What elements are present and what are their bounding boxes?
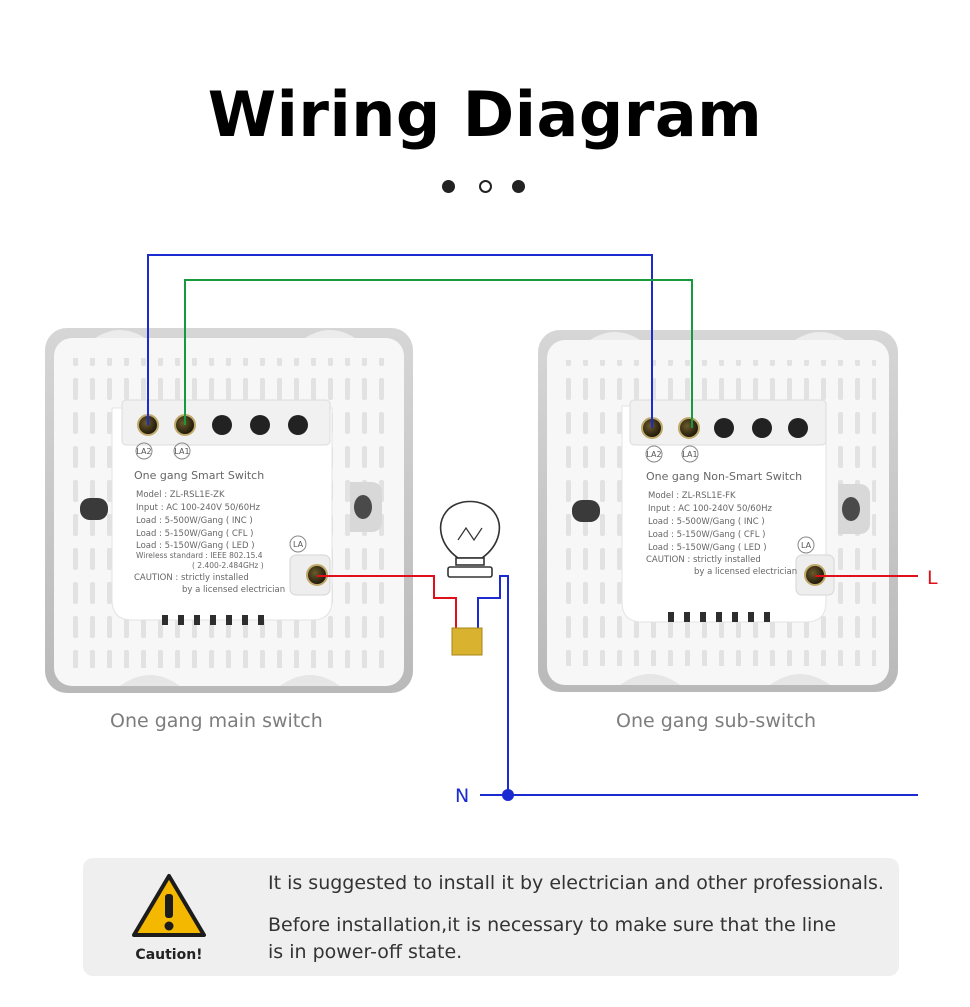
main-terminal-la1: LA1 [174, 447, 189, 456]
sub-terminal-labels: LA2 LA1 LA [645, 445, 815, 554]
spec-label-line: CAUTION : strictly installed [646, 555, 761, 565]
indicator-dot-1[interactable] [442, 180, 455, 193]
main-terminal-la2: LA2 [136, 447, 151, 456]
live-label-l: L [927, 567, 938, 589]
carousel-indicator [0, 180, 970, 194]
caution-label: Caution! [135, 947, 203, 963]
spec-label-line: Input : AC 100-240V 50/60Hz [648, 504, 772, 514]
spec-label-line: Load : 5-150W/Gang ( LED ) [136, 541, 255, 551]
sub-spec-label: One gang Non-Smart Switch Model : ZL-RSL… [646, 470, 802, 577]
caution-text-line1: It is suggested to install it by electri… [268, 872, 884, 894]
spec-label-line: Load : 5-500W/Gang ( INC ) [648, 517, 765, 527]
lamp-icon [439, 500, 501, 578]
page-title: Wiring Diagram [207, 78, 763, 151]
neutral-wire-to-lamp [477, 575, 509, 795]
main-mount-hole-left [80, 498, 108, 520]
spec-label-line: Load : 5-500W/Gang ( INC ) [136, 516, 253, 526]
sub-terminal-la2: LA2 [646, 450, 661, 459]
spec-label-line: Wireless standard : IEEE 802.15.4 [136, 551, 263, 560]
main-spec-label: One gang Smart Switch Model : ZL-RSL1E-Z… [134, 469, 285, 595]
spec-label-line: ( 2.400-2.484GHz ) [192, 561, 264, 570]
spec-label-line: by a licensed electrician [694, 567, 797, 577]
neutral-label-n: N [455, 785, 469, 807]
indicator-dot-2-active[interactable] [479, 180, 492, 193]
spec-label-line: CAUTION : strictly installed [134, 573, 249, 583]
main-terminal-labels: LA2 LA1 LA [135, 442, 307, 553]
sub-label-title: One gang Non-Smart Switch [646, 470, 802, 483]
sub-terminal-la1: LA1 [682, 450, 697, 459]
main-switch-body [45, 328, 413, 693]
spec-label-line: by a licensed electrician [182, 585, 285, 595]
spec-label-line: Model : ZL-RSL1E-FK [648, 491, 736, 501]
spec-label-line: Load : 5-150W/Gang ( LED ) [648, 543, 767, 553]
traveler-wire-green [184, 279, 693, 428]
main-label-title: One gang Smart Switch [134, 469, 264, 482]
spec-label-line: Load : 5-150W/Gang ( CFL ) [136, 529, 254, 539]
main-switch-caption: One gang main switch [110, 710, 323, 732]
sub-switch-caption: One gang sub-switch [616, 710, 817, 732]
warning-icon [132, 874, 206, 937]
indicator-dot-3[interactable] [512, 180, 525, 193]
main-terminal-la: LA [293, 540, 304, 549]
wires [147, 254, 918, 796]
sub-terminal-screws [641, 417, 826, 586]
sub-terminal-la: LA [801, 541, 812, 550]
caution-panel: Caution! It is suggested to install it b… [83, 858, 899, 976]
traveler-wire-blue [147, 254, 653, 428]
capacitor-icon [451, 600, 483, 656]
sub-mount-hole-right [842, 497, 860, 521]
caution-text-line2: Before installation,it is necessary to m… [268, 914, 837, 936]
main-mount-hole-right [354, 495, 372, 519]
spec-label-line: Load : 5-150W/Gang ( CFL ) [648, 530, 766, 540]
neutral-junction-dot [502, 789, 514, 801]
spec-label-line: Model : ZL-RSL1E-ZK [136, 490, 225, 500]
caution-text-line3: is in power-off state. [268, 941, 463, 963]
sub-mount-hole-left [572, 500, 600, 522]
spec-label-line: Input : AC 100-240V 50/60Hz [136, 503, 260, 513]
